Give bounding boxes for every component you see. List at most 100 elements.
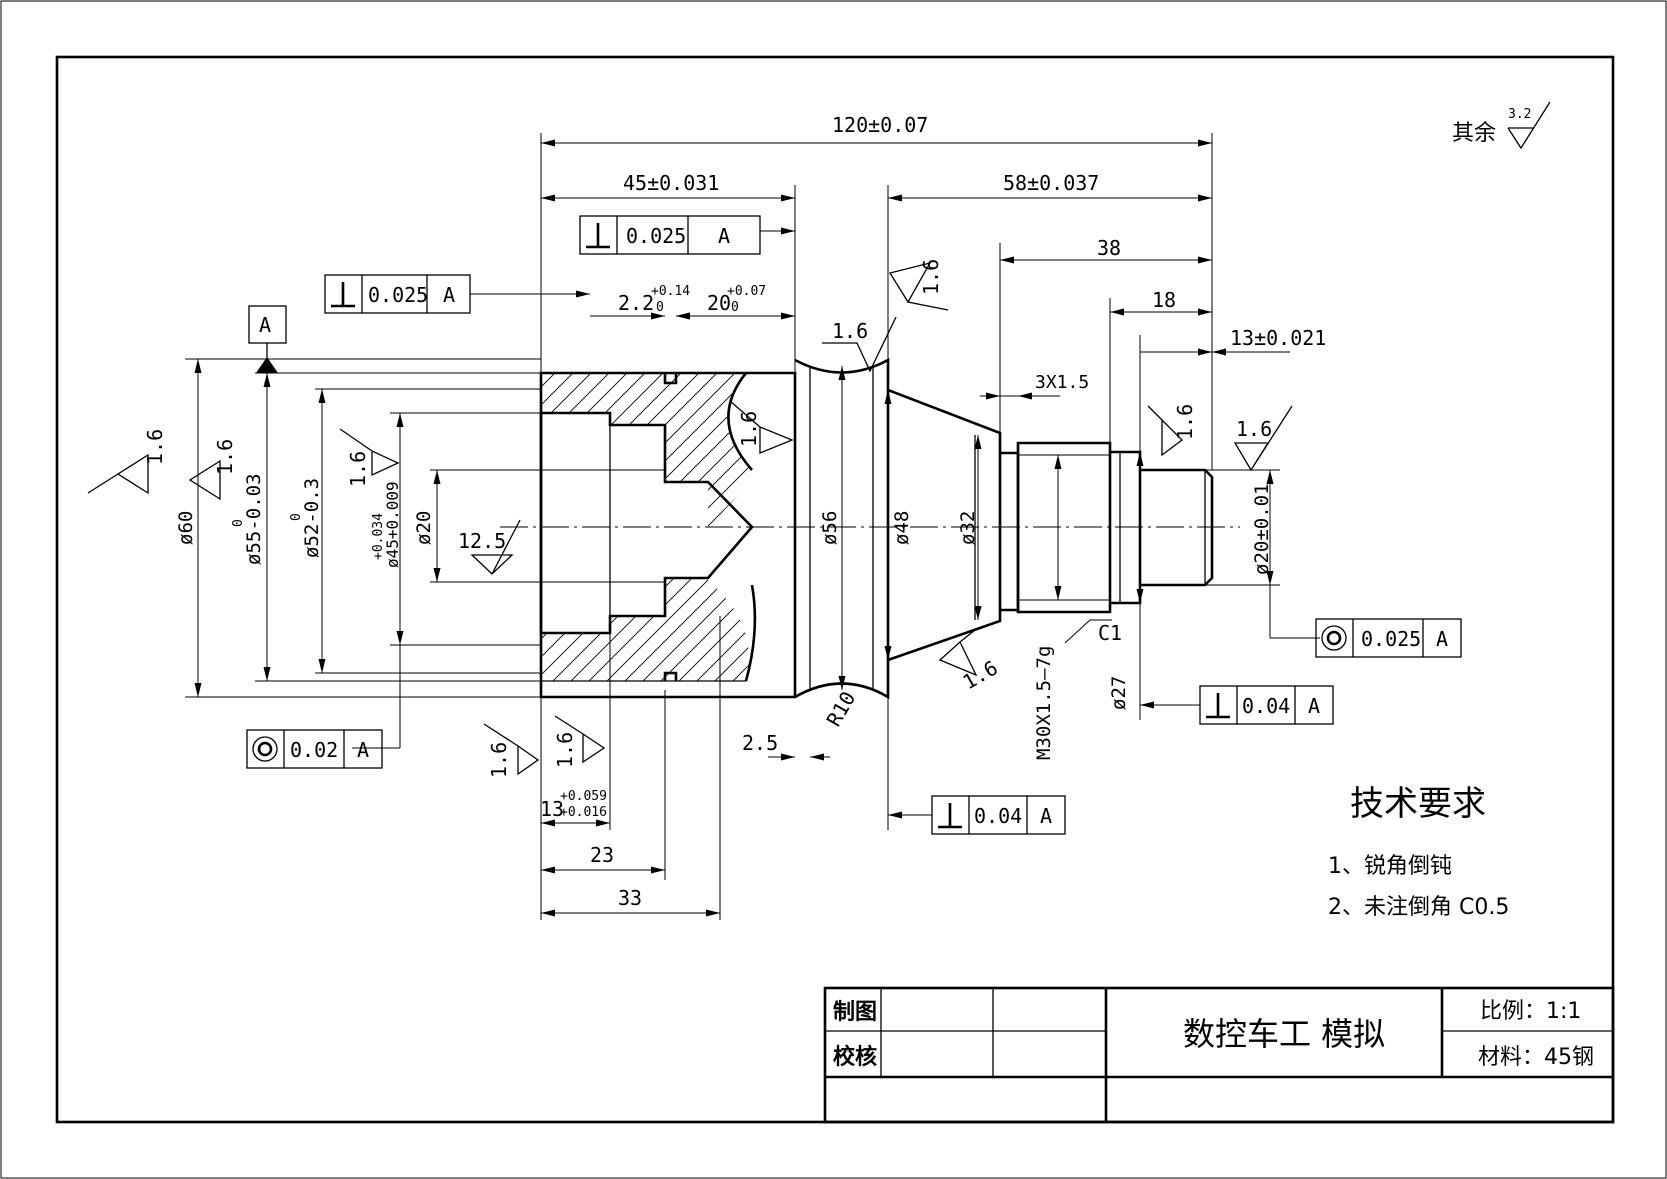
dim-d55-upper: 0: [231, 519, 246, 527]
arrowhead: [781, 312, 795, 320]
dim-d45-upper: +0.034: [371, 513, 386, 560]
dim-groove-upper: +0.14: [651, 284, 690, 299]
roughness-4: 12.5: [458, 529, 506, 553]
arrowhead: [1110, 308, 1124, 316]
arrowhead: [1212, 348, 1226, 356]
dim-d52-upper: 0: [289, 513, 304, 521]
arrowhead: [541, 909, 555, 917]
tf6-value: 0.04: [974, 804, 1022, 828]
dim-depth20-main: 20: [707, 291, 731, 315]
inner-border: [55, 55, 1615, 1124]
arrowhead: [318, 659, 326, 673]
hatch-line: [675, 373, 752, 681]
arrowhead: [1198, 194, 1212, 202]
datum-a: A: [248, 305, 287, 373]
roughness-5: 1.6: [737, 411, 761, 447]
datum-a-label: A: [259, 313, 271, 337]
tf3-datum: A: [357, 738, 369, 762]
tech-req-item-1: 1、锐角倒钝: [1328, 854, 1452, 879]
arrowhead: [541, 866, 555, 874]
arrowhead: [1140, 701, 1154, 709]
arrowhead: [1266, 470, 1274, 484]
roughness-1: 1.6: [143, 429, 167, 465]
roughness-11: 1.6: [487, 742, 511, 778]
dim-d55: ø55-0.03: [243, 473, 265, 565]
arrowhead: [884, 390, 892, 404]
dim-d27: ø27: [1108, 676, 1130, 710]
arrowhead: [1198, 308, 1212, 316]
roughness-2: 1.6: [213, 439, 237, 475]
dim-chamfer: C1: [1098, 621, 1122, 645]
dim-d52: ø52-0.3: [301, 478, 323, 558]
tf2-value: 0.025: [368, 283, 428, 307]
tf5-value: 0.04: [1242, 694, 1290, 718]
hatch-line: [541, 373, 752, 681]
dim-thread: M30X1.5—7g: [1033, 646, 1055, 760]
tf6-datum: A: [1040, 804, 1052, 828]
tech-req-item-2: 2、未注倒角 C0.5: [1328, 895, 1509, 920]
hatch-line: [541, 373, 697, 681]
dim-13-main: 13: [540, 797, 564, 821]
title-name: 数控车工 模拟: [1183, 1015, 1385, 1053]
dim-right-length: 58±0.037: [1003, 171, 1099, 195]
arrowhead: [986, 392, 1000, 400]
tf1-datum: A: [718, 224, 730, 248]
dim-38: 38: [1097, 236, 1121, 260]
dim-2-5: 2.5: [742, 731, 778, 755]
tf2-datum: A: [443, 283, 455, 307]
arrowhead: [318, 389, 326, 403]
title-drawn-label: 制图: [833, 1000, 877, 1025]
tolerance-frame-5: 0.04 A: [1199, 685, 1334, 725]
hatch-line: [567, 373, 752, 681]
dim-d56: ø56: [819, 511, 841, 545]
roughness-7: 1.6: [832, 319, 868, 343]
hatch-line: [621, 373, 752, 681]
arrowhead: [781, 194, 795, 202]
arrowhead: [433, 470, 441, 484]
arrowhead: [396, 413, 404, 427]
arrowhead: [1266, 571, 1274, 585]
dim-groove-main: 2.2: [618, 291, 654, 315]
dim-left-length: 45±0.031: [623, 171, 719, 195]
hatch-line: [820, 340, 1200, 720]
arrowhead: [541, 819, 555, 827]
arrowhead: [1018, 392, 1032, 400]
dim-radius: R10: [822, 687, 861, 730]
hatch-line: [964, 340, 1344, 720]
tolerance-frame-4: 0.025 A: [1315, 618, 1462, 658]
hatch-line: [541, 373, 643, 681]
dim-33: 33: [618, 886, 642, 910]
arrowhead: [651, 312, 665, 320]
roughness-general: 3.2: [1507, 101, 1551, 150]
dim-d20-shaft: ø20±0.01: [1251, 483, 1273, 575]
hatch-line: [892, 340, 1272, 720]
arrowhead: [1054, 586, 1062, 600]
arrowhead: [396, 631, 404, 645]
dim-total-length: 120±0.07: [832, 113, 928, 137]
dim-d45: ø45+0.009: [383, 481, 402, 568]
arrowhead: [974, 606, 982, 620]
roughness-12: 1.6: [553, 732, 577, 768]
dim-d20-bore: ø20: [413, 511, 435, 545]
arrowhead: [194, 683, 202, 697]
hatch-line: [603, 373, 752, 681]
arrowhead: [974, 435, 982, 449]
arrowhead: [541, 194, 555, 202]
tolerance-frame-1: 0.025 A: [579, 215, 761, 255]
arrowhead: [1136, 589, 1144, 603]
dim-18: 18: [1152, 288, 1176, 312]
roughness-8: 1.6: [959, 655, 1002, 694]
hatch-line: [541, 373, 661, 681]
title-block: 制图 校核 数控车工 模拟 比例：1:1 材料：45钢: [823, 986, 1615, 1124]
roughness-6: 1.6: [919, 259, 943, 295]
hatch-line: [541, 373, 752, 681]
arrowhead: [1198, 256, 1212, 264]
tf4-datum: A: [1436, 627, 1448, 651]
hatch-line: [541, 373, 752, 681]
tech-requirements: 技术要求 1、锐角倒钝 2、未注倒角 C0.5: [1328, 784, 1509, 920]
arrowhead: [263, 373, 271, 387]
leader-lines: [352, 230, 1320, 816]
dim-23: 23: [590, 843, 614, 867]
